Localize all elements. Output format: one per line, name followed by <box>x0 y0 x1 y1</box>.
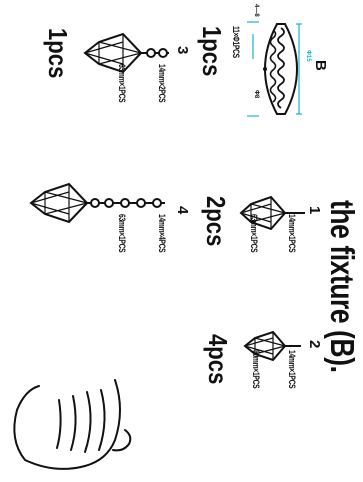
item-3-part-a: 14mm×2PCS <box>157 64 167 103</box>
crystal-drop-icon <box>239 195 305 231</box>
crystal-drop-icon <box>83 32 143 74</box>
hand-holding-crystal-icon <box>13 379 132 470</box>
item-3-qty: 1pcs <box>43 28 73 79</box>
fixture-b-qty: 1pcs <box>197 26 227 77</box>
hand-illustration <box>13 379 132 470</box>
item-2-qty: 4pcs <box>203 334 233 385</box>
crystal-drop-icon <box>243 330 301 362</box>
item-1-part-a: 14mm×1PCS <box>287 214 297 253</box>
item-1-pendant <box>239 195 305 231</box>
item-1-number: 1 <box>306 206 323 215</box>
item-2-number: 2 <box>306 340 323 349</box>
pendant-bead-chain-icon <box>87 198 165 208</box>
dim-side-label: 4—8 <box>253 4 259 17</box>
item-4-part-a: 14mm×4PCS <box>157 214 167 253</box>
item-3-pendant <box>83 32 169 74</box>
item-2-pendant <box>243 330 301 362</box>
item-4-part-b: 63mm×1PCS <box>117 214 127 253</box>
item-1-qty: 2pcs <box>201 196 231 247</box>
pendant-bead-chain-icon <box>141 48 169 58</box>
dim-inner-label: Φ8 <box>253 90 259 99</box>
item-2-part-a: 14mm×1PCS <box>287 350 297 389</box>
fixture-b-bowl-icon <box>263 23 298 115</box>
item-1-part-b: 63mm×1PCS <box>249 214 259 253</box>
item-3-number: 3 <box>174 46 191 55</box>
fixture-b-part-label: 11×Φ1PCS <box>231 26 241 58</box>
item-2-part-b: 50mm×1PCS <box>251 350 261 389</box>
item-3-part-b: 63mm×1PCS <box>117 64 127 103</box>
dim-width-label: Φ15 <box>305 50 311 62</box>
page-title: the fixture (B). <box>324 200 361 373</box>
fixture-b-drawing <box>247 21 302 117</box>
item-4-number: 4 <box>174 206 191 215</box>
item-4-pendant <box>29 182 165 224</box>
fixture-b-label: B <box>312 60 329 71</box>
crystal-drop-icon <box>29 182 89 224</box>
